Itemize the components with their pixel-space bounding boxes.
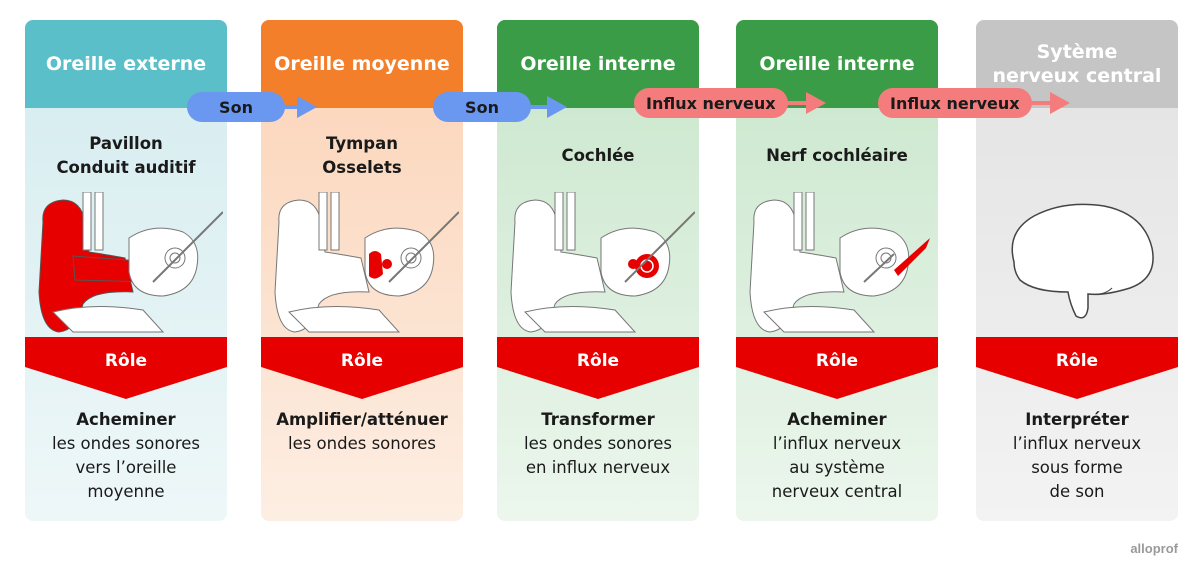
son-arrow-1: Son bbox=[187, 92, 317, 122]
part-label: Cochlée bbox=[561, 146, 635, 165]
role-description: Amplifier/atténuer les ondes sonores bbox=[261, 408, 463, 456]
arrow-label: Son bbox=[187, 92, 285, 122]
role-verb: Amplifier/atténuer bbox=[276, 410, 448, 429]
panel-parts: Cochlée bbox=[497, 144, 699, 168]
influx-arrow-1: Influx nerveux bbox=[634, 88, 826, 118]
role-line: les ondes sonores bbox=[51, 434, 200, 453]
role-label: Rôle bbox=[340, 351, 384, 371]
role-verb: Acheminer bbox=[76, 410, 176, 429]
part-label: Tympan bbox=[326, 134, 398, 153]
role-line: l’influx nerveux bbox=[1012, 434, 1142, 453]
part-label: Pavillon bbox=[89, 134, 163, 153]
role-label: Rôle bbox=[576, 351, 620, 371]
role-line: l’influx nerveux bbox=[772, 434, 902, 453]
role-description: Acheminer les ondes sonores vers l’oreil… bbox=[25, 408, 227, 504]
ear-nerve-illustration bbox=[749, 192, 930, 333]
arrow-head-icon bbox=[1049, 92, 1070, 114]
panel-header: Oreille moyenne bbox=[261, 20, 463, 108]
role-line: vers l’oreille bbox=[75, 458, 177, 477]
role-description: Interpréter l’influx nerveux sous forme … bbox=[976, 408, 1178, 504]
panel-middle-ear: Oreille moyenne Tympan Osselets Rôle Amp… bbox=[261, 20, 463, 521]
role-verb: Interpréter bbox=[1025, 410, 1129, 429]
panel-parts: Pavillon Conduit auditif bbox=[25, 132, 227, 180]
role-chevron-shape bbox=[25, 337, 227, 399]
arrow-label: Influx nerveux bbox=[878, 88, 1032, 118]
role-label: Rôle bbox=[1055, 351, 1099, 371]
role-verb: Acheminer bbox=[787, 410, 887, 429]
arrow-shaft bbox=[283, 105, 297, 109]
ear-outer-illustration bbox=[38, 192, 223, 333]
alloprof-logo: alloprof bbox=[1130, 541, 1178, 556]
role-chevron-shape bbox=[736, 337, 938, 399]
brain-icon bbox=[1011, 203, 1154, 319]
role-verb: Transformer bbox=[541, 410, 655, 429]
part-label: Osselets bbox=[322, 158, 402, 177]
arrow-head-icon bbox=[297, 96, 317, 118]
role-label: Rôle bbox=[815, 351, 859, 371]
role-line: les ondes sonores bbox=[523, 434, 672, 453]
role-label: Rôle bbox=[104, 351, 148, 371]
ear-cochlea-illustration bbox=[510, 192, 695, 333]
role-banner: Rôle bbox=[497, 337, 699, 402]
role-line: nerveux central bbox=[771, 482, 903, 501]
role-banner: Rôle bbox=[736, 337, 938, 402]
influx-arrow-2: Influx nerveux bbox=[878, 88, 1070, 118]
arrow-shaft bbox=[1029, 101, 1050, 105]
role-line: moyenne bbox=[87, 482, 165, 501]
role-line: sous forme bbox=[1031, 458, 1123, 477]
panel-parts: Tympan Osselets bbox=[261, 132, 463, 180]
role-banner: Rôle bbox=[25, 337, 227, 402]
panel-header: Sytème nerveux central bbox=[976, 20, 1178, 108]
role-chevron-shape bbox=[261, 337, 463, 399]
part-label: Nerf cochléaire bbox=[766, 146, 908, 165]
role-banner: Rôle bbox=[976, 337, 1178, 402]
role-chevron-shape bbox=[497, 337, 699, 399]
role-description: Transformer les ondes sonores en influx … bbox=[497, 408, 699, 480]
arrow-head-icon bbox=[547, 96, 567, 118]
role-line: les ondes sonores bbox=[287, 434, 436, 453]
arrow-shaft bbox=[785, 101, 806, 105]
arrow-label: Son bbox=[433, 92, 531, 122]
son-arrow-2: Son bbox=[433, 92, 567, 122]
arrow-head-icon bbox=[805, 92, 826, 114]
role-line: en influx nerveux bbox=[525, 458, 671, 477]
arrow-label: Influx nerveux bbox=[634, 88, 788, 118]
role-description: Acheminer l’influx nerveux au système ne… bbox=[736, 408, 938, 504]
part-label: Conduit auditif bbox=[56, 158, 196, 177]
role-banner: Rôle bbox=[261, 337, 463, 402]
panel-parts: Nerf cochléaire bbox=[736, 144, 938, 168]
role-chevron-shape bbox=[976, 337, 1178, 399]
arrow-shaft bbox=[529, 105, 547, 109]
ear-middle-illustration bbox=[274, 192, 459, 333]
role-line: de son bbox=[1049, 482, 1105, 501]
panel-inner-ear-cochlea: Oreille interne Cochlée Rôle Transformer… bbox=[497, 20, 699, 521]
role-line: au système bbox=[789, 458, 885, 477]
